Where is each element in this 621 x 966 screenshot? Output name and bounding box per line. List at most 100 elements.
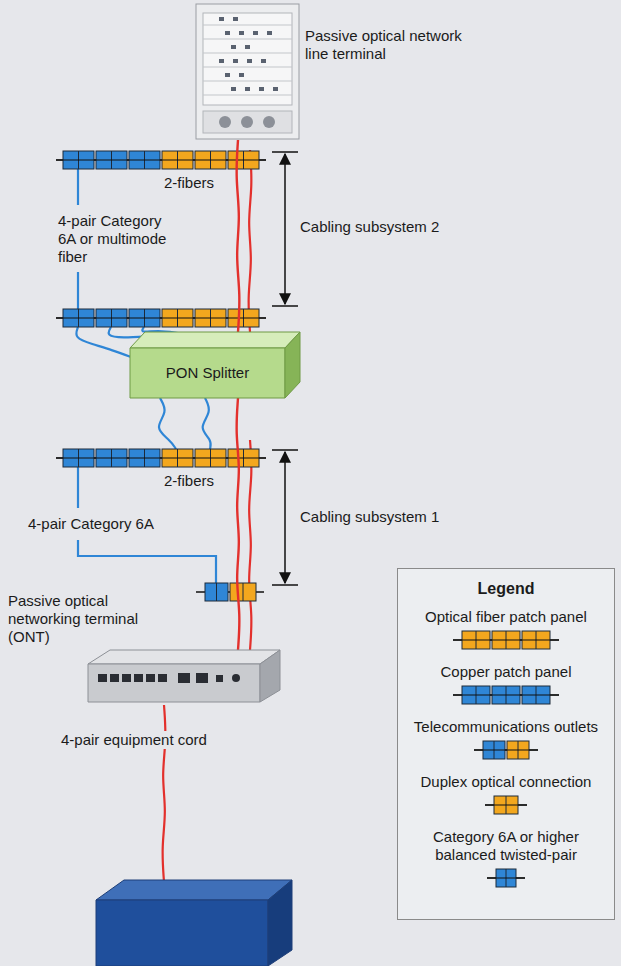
- panel-rail: [56, 457, 266, 458]
- fiber-strand: [249, 150, 252, 332]
- patch-panel: [56, 449, 266, 467]
- rack-led: [245, 87, 250, 91]
- bracket-tick: [272, 305, 298, 307]
- rack-led: [219, 59, 224, 63]
- legend-text: Telecommunications outlets: [397, 718, 615, 736]
- sample-rail: [453, 639, 559, 641]
- callout-label: 4-pair equipment cord: [58, 731, 210, 749]
- callout-label: 4-pair Category 6A: [28, 515, 188, 533]
- callout-label: Cabling subsystem 2: [300, 218, 460, 236]
- panel-rail: [56, 159, 266, 160]
- rack-bay: [203, 13, 292, 105]
- rack-led: [233, 17, 238, 21]
- ont-port: [178, 673, 190, 683]
- legend-row: Copper patch panel: [397, 663, 615, 706]
- sample-rail: [485, 804, 527, 805]
- ont-top: [88, 650, 280, 664]
- port-divider: [243, 583, 244, 601]
- rack-led: [259, 87, 264, 91]
- label-slot: 2-fibers: [164, 174, 234, 192]
- label-slot: 4-pair equipment cord: [58, 731, 248, 749]
- legend-sample: [487, 867, 525, 889]
- rack-led: [253, 31, 258, 35]
- sample-rail: [487, 877, 525, 878]
- ont-port: [122, 674, 131, 682]
- fiber-port: [230, 583, 256, 601]
- bracket-arrow: [284, 452, 286, 583]
- ont-port: [158, 674, 167, 682]
- rack-slot: [203, 53, 292, 54]
- rack-fan: [263, 116, 275, 128]
- ont-front: [88, 664, 260, 702]
- node-heading: Passive optical network line terminal: [305, 27, 483, 63]
- rack-led: [233, 59, 238, 63]
- panel-rail: [56, 457, 266, 459]
- legend-row: Category 6A or higher balanced twisted-p…: [397, 828, 615, 889]
- copper-port: [205, 583, 228, 601]
- legend-text: Copper patch panel: [397, 663, 615, 681]
- callout-label: Cabling subsystem 1: [300, 508, 460, 526]
- bracket-tick: [272, 449, 298, 451]
- panel-rail: [56, 317, 266, 318]
- line-terminal: Passive optical network line terminal: [195, 3, 300, 140]
- rack-led: [239, 31, 244, 35]
- callout-label: 2-fibers: [164, 472, 234, 490]
- panel-rail: [56, 159, 266, 161]
- telecom-outlet: [196, 583, 264, 601]
- rack-slot: [203, 39, 292, 40]
- ont-port: [98, 674, 107, 682]
- bracket-arrow: [284, 154, 286, 304]
- fiber-link: [237, 140, 240, 332]
- rack-slot: [203, 95, 292, 96]
- device-side: [268, 880, 292, 966]
- rack-led: [239, 73, 244, 77]
- rack-body: [196, 4, 299, 139]
- copper-lead: [77, 169, 79, 205]
- patch-panel: [56, 151, 266, 169]
- span-bracket: [272, 152, 298, 306]
- span-bracket: [272, 450, 298, 585]
- rack-led: [273, 87, 278, 91]
- rack-led: [245, 45, 250, 49]
- ont-side: [260, 650, 280, 702]
- label-slot: Legend: [397, 580, 615, 598]
- end-device: [96, 880, 292, 966]
- copper-lead: [77, 272, 79, 309]
- rack-led: [267, 31, 272, 35]
- splitter-front: [130, 348, 285, 398]
- network-terminal: Passive optical networking terminal (ONT…: [88, 650, 280, 705]
- panel-rail: [56, 317, 266, 319]
- rack-led: [261, 59, 266, 63]
- copper-cable: [76, 327, 134, 358]
- label-slot: 4-pair Category 6A or multimode fiber: [58, 212, 180, 266]
- splitter-box: PON Splitter: [130, 332, 300, 398]
- device-icon: [88, 650, 280, 705]
- legend-row: Duplex optical connection: [397, 773, 615, 816]
- fiber-link: [237, 398, 240, 650]
- device-icon: [195, 3, 300, 140]
- device-top: [96, 880, 292, 900]
- rack-base: [203, 111, 292, 133]
- callout-label: 4-pair Category 6A or multimode fiber: [58, 212, 180, 266]
- node-heading: PON Splitter: [130, 364, 285, 382]
- label-slot: 4-pair Category 6A: [28, 515, 188, 533]
- legend-sample: [474, 739, 538, 761]
- splitter-top: [130, 332, 300, 348]
- device-front: [96, 900, 268, 966]
- legend-sample: [453, 684, 559, 706]
- sample-rail: [474, 749, 538, 750]
- rack-led: [219, 17, 224, 21]
- bracket-tick: [272, 584, 298, 586]
- node-heading: Passive optical networking terminal (ONT…: [8, 592, 160, 646]
- ont-port: [196, 673, 208, 683]
- ont-port: [110, 674, 119, 682]
- copper-cable: [203, 398, 211, 449]
- rack-led: [231, 87, 236, 91]
- legend-row: Telecommunications outlets: [397, 718, 615, 761]
- patch-panel: [56, 309, 266, 327]
- rack-fan: [241, 116, 253, 128]
- splitter-side: [285, 332, 300, 398]
- copper-cable: [159, 398, 176, 449]
- label-slot: Cabling subsystem 2: [300, 218, 460, 236]
